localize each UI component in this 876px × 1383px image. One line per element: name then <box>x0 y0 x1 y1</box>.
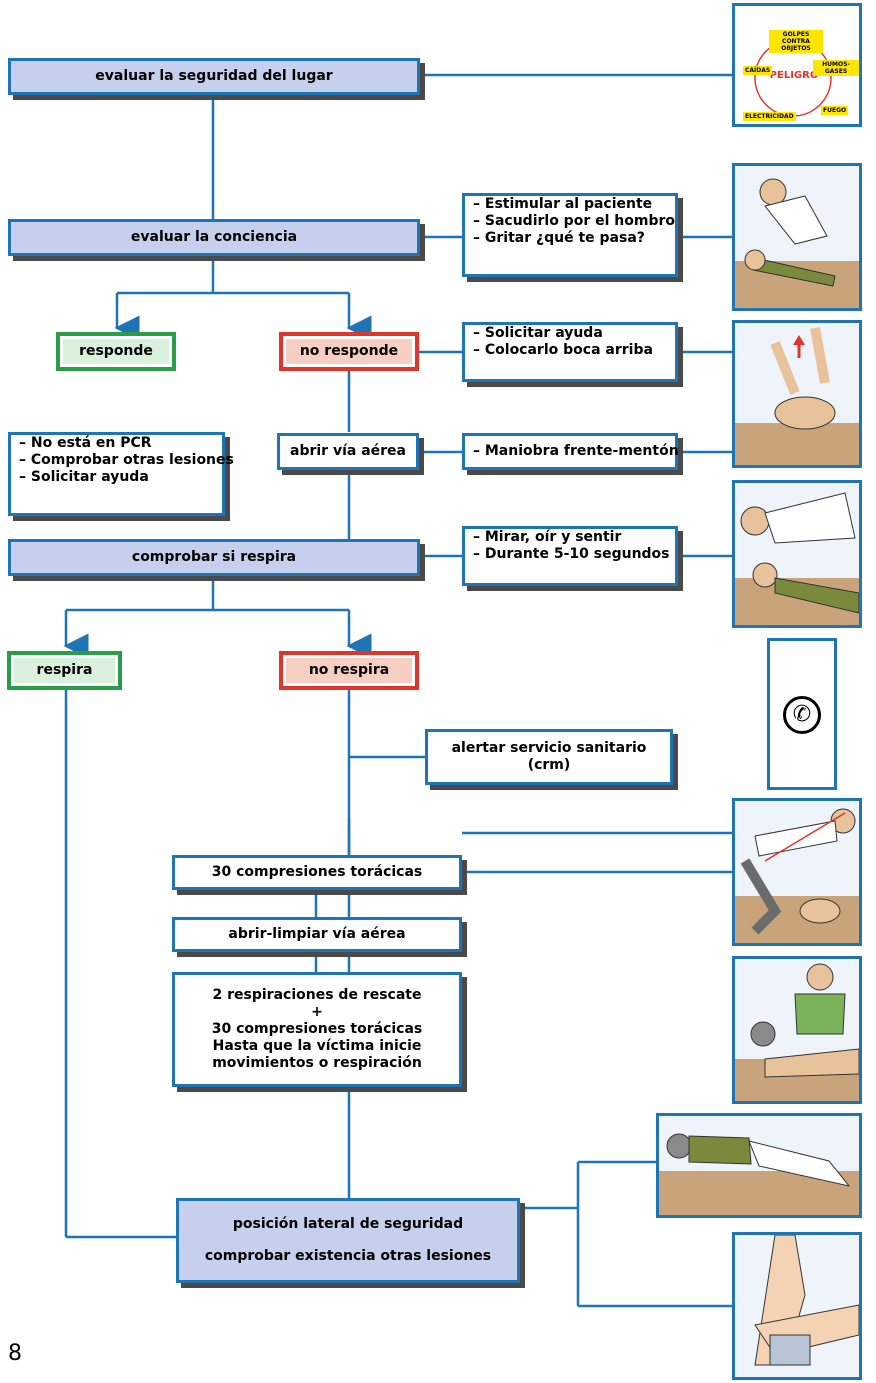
note-consciousness-line: – Gritar ¿qué te pasa? <box>473 230 645 246</box>
node-safety: evaluar la seguridad del lugar <box>8 58 420 95</box>
illustration-pulse-check <box>732 1232 862 1380</box>
note-breathing-line: – Mirar, oír y sentir <box>473 529 622 545</box>
page-number: 8 <box>8 1341 22 1366</box>
rescue-figure <box>735 963 859 1101</box>
node-alert-line: alertar servicio sanitario <box>451 740 647 756</box>
danger-center: PELIGRO <box>769 70 819 81</box>
airway-figure <box>735 327 859 465</box>
node-lateral-line: posición lateral de seguridad <box>232 1216 464 1232</box>
node-rescue-line: Hasta que la víctima inicie <box>212 1038 422 1054</box>
phone-icon: ✆ <box>783 696 821 734</box>
node-rescue: 2 respiraciones de rescate + 30 compresi… <box>172 972 462 1087</box>
note-consciousness-line: – Sacudirlo por el hombro <box>473 213 675 229</box>
note-airway-line: – Maniobra frente-mentón <box>473 443 679 459</box>
danger-label: CAÍDAS <box>743 66 773 75</box>
note-no-pcr-line: – Comprobar otras lesiones <box>19 452 234 468</box>
danger-label: ELECTRICIDAD <box>743 112 796 121</box>
note-airway: – Maniobra frente-mentón <box>462 433 679 470</box>
node-rescue-line: movimientos o respiración <box>212 1055 422 1071</box>
illustration-rescue-breaths <box>732 956 862 1104</box>
node-check-breathing: comprobar si respira <box>8 539 420 576</box>
note-consciousness: – Estimular al paciente – Sacudirlo por … <box>462 193 678 277</box>
illustration-shake-patient <box>732 163 862 311</box>
node-rescue-line: 30 compresiones torácicas <box>211 1021 423 1037</box>
note-no-pcr-line: – Solicitar ayuda <box>19 469 149 485</box>
node-compressions: 30 compresiones torácicas <box>172 855 462 890</box>
recovery-figure <box>659 1133 859 1215</box>
node-airway: abrir vía aérea <box>277 433 419 470</box>
danger-label: HUMOS-GASES <box>813 60 859 76</box>
node-alert-line: (crm) <box>527 757 571 773</box>
node-clean-airway: abrir-limpiar vía aérea <box>172 917 462 952</box>
danger-label: GOLPES CONTRA OBJETOS <box>769 30 823 53</box>
node-breathes: respira <box>7 651 122 690</box>
pulse-figure <box>754 1235 859 1366</box>
note-breathing: – Mirar, oír y sentir – Durante 5-10 seg… <box>462 526 678 586</box>
danger-label: FUEGO <box>821 106 849 115</box>
node-rescue-line: 2 respiraciones de rescate <box>212 987 422 1003</box>
note-no-pcr: – No está en PCR – Comprobar otras lesio… <box>8 432 234 516</box>
note-breathing-line: – Durante 5-10 segundos <box>473 546 670 562</box>
note-no-pcr-line: – No está en PCR <box>19 435 152 451</box>
node-lateral-line: comprobar existencia otras lesiones <box>204 1248 492 1264</box>
node-lateral: posición lateral de seguridad comprobar … <box>176 1198 520 1283</box>
note-not-responds-line: – Colocarlo boca arriba <box>473 342 653 358</box>
note-not-responds: – Solicitar ayuda – Colocarlo boca arrib… <box>462 322 678 382</box>
phone-panel: ✆ <box>767 638 837 790</box>
note-consciousness-line: – Estimular al paciente <box>473 196 653 212</box>
danger-diagram: PELIGRO GOLPES CONTRA OBJETOS CAÍDAS HUM… <box>732 3 862 127</box>
compressions-figure <box>735 808 859 943</box>
node-consciousness: evaluar la conciencia <box>8 219 420 256</box>
illustration-recovery-position <box>656 1113 862 1218</box>
illustration-compressions <box>732 798 862 946</box>
breathing-figure <box>735 492 859 625</box>
note-not-responds-line: – Solicitar ayuda <box>473 325 603 341</box>
node-not-responds: no responde <box>279 332 419 371</box>
node-responds: responde <box>56 332 176 371</box>
illustration-airway <box>732 320 862 468</box>
node-not-breathes: no respira <box>279 651 419 690</box>
node-alert: alertar servicio sanitario (crm) <box>425 729 673 785</box>
illustration-breathing <box>732 480 862 628</box>
node-rescue-line: + <box>311 1004 323 1020</box>
rescuer-figure <box>735 178 859 308</box>
